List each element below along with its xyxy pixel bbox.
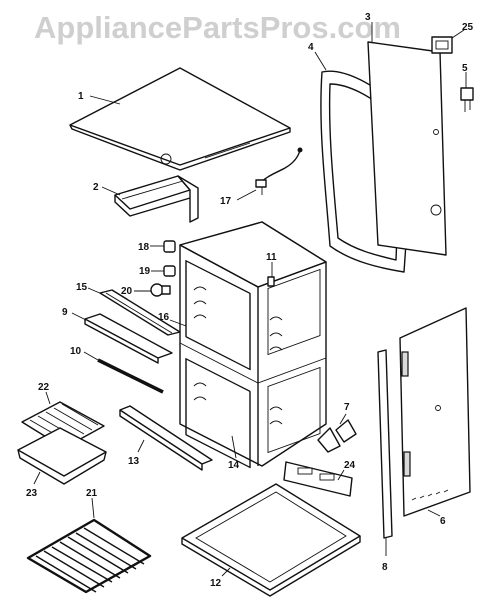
callout-19: 19 <box>139 266 151 277</box>
part-16-oven-cavity[interactable] <box>179 221 327 469</box>
part-25-bracket[interactable] <box>431 36 453 54</box>
callout-16: 16 <box>158 312 170 323</box>
part-8-side-trim[interactable] <box>377 349 393 539</box>
part-20-lamp[interactable] <box>150 283 171 297</box>
part-24-vent-panel[interactable] <box>283 461 353 497</box>
callout-12: 12 <box>210 578 222 589</box>
callout-17: 17 <box>220 196 232 207</box>
callout-24: 24 <box>344 460 356 471</box>
callout-18: 18 <box>138 242 150 253</box>
part-7-hinge[interactable] <box>317 419 357 453</box>
callout-2: 2 <box>93 182 99 193</box>
callout-3: 3 <box>365 12 371 23</box>
callout-4: 4 <box>308 42 314 53</box>
callout-7: 7 <box>344 402 350 413</box>
callout-5: 5 <box>462 63 468 74</box>
callout-14: 14 <box>228 460 240 471</box>
part-1-top-panel[interactable] <box>69 67 291 171</box>
part-5-door-switch[interactable] <box>460 87 474 112</box>
watermark-text: AppliancePartsPros.com <box>34 10 401 45</box>
callout-13: 13 <box>128 456 140 467</box>
part-11-clip[interactable] <box>267 276 275 287</box>
part-17-wire-harness[interactable] <box>255 147 303 195</box>
part-9-vent-trim[interactable] <box>84 313 173 364</box>
part-12-bottom-panel[interactable] <box>181 483 361 597</box>
callout-23: 23 <box>26 488 38 499</box>
callout-9: 9 <box>62 307 68 318</box>
callout-11: 11 <box>266 252 277 263</box>
part-18-knob[interactable] <box>163 240 176 253</box>
part-23-broiler-pan[interactable] <box>17 427 107 485</box>
callout-22: 22 <box>38 382 50 393</box>
callout-8: 8 <box>382 562 388 573</box>
part-19-knob[interactable] <box>163 265 176 277</box>
callout-10: 10 <box>70 346 82 357</box>
callout-20: 20 <box>121 286 133 297</box>
callout-21: 21 <box>86 488 98 499</box>
callout-1: 1 <box>78 91 84 102</box>
callout-15: 15 <box>76 282 88 293</box>
part-2-vent-duct[interactable] <box>114 175 199 223</box>
callout-6: 6 <box>440 516 446 527</box>
part-3-door-panel[interactable] <box>367 41 447 256</box>
part-13-lower-trim[interactable] <box>119 405 213 471</box>
part-6-side-panel[interactable] <box>399 307 471 517</box>
part-10-gasket-strip[interactable] <box>97 358 164 394</box>
part-21-oven-rack[interactable] <box>26 518 152 594</box>
callout-25: 25 <box>462 22 474 33</box>
